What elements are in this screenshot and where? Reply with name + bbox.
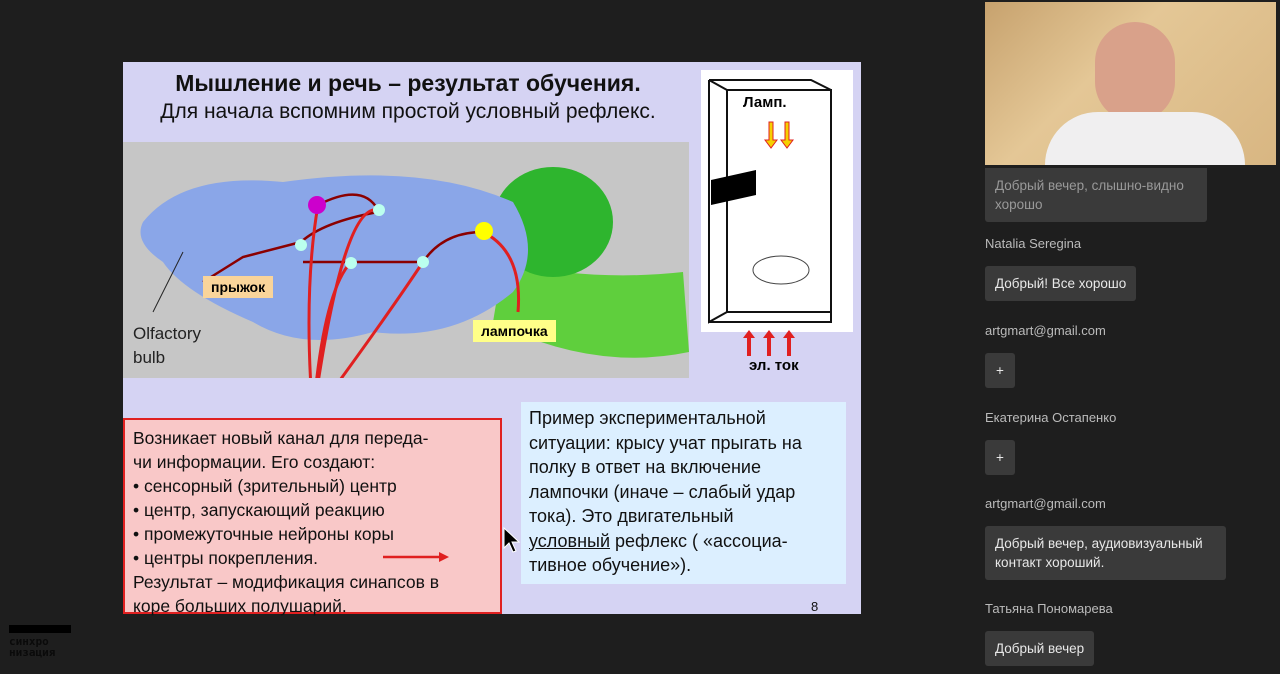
text-line: Пример экспериментальной: [529, 408, 766, 428]
text-line: тока). Это двигательный: [529, 506, 734, 526]
label-cage-lamp: Ламп.: [743, 94, 787, 111]
underlined-word: условный: [529, 530, 611, 551]
chat-message: Екатерина Остапенко+: [985, 410, 1116, 475]
explanation-box: Возникает новый канал для переда- чи инф…: [123, 418, 502, 616]
text-line: • промежуточные нейроны коры: [133, 524, 394, 544]
arrow-right-icon: [383, 552, 449, 562]
label-current: эл. ток: [749, 357, 799, 374]
text-line: • сенсорный (зрительный) центр: [133, 476, 397, 496]
slide-title: Мышление и речь – результат обучения.: [175, 70, 641, 96]
experiment-cage-diagram: Ламп.: [701, 70, 853, 332]
label-jump: прыжок: [203, 276, 274, 298]
text-line: Результат – модификация синапсов в: [133, 572, 440, 592]
text-line: коре больших полушарий.: [133, 596, 347, 616]
brain-diagram: прыжок лампочка Olfactory bulb: [123, 142, 689, 418]
page-number: 8: [811, 599, 819, 614]
label-lamp: лампочка: [473, 320, 556, 342]
example-box: Пример экспериментальной ситуации: крысу…: [521, 402, 846, 584]
text-line: • центры покрепления.: [133, 548, 318, 568]
text-line: рефлекс ( «ассоциа-: [610, 530, 788, 551]
chat-message: artgmart@gmail.com+: [985, 323, 1106, 388]
text-line: тивное обучение»).: [529, 555, 692, 575]
slide-subtitle: Для начала вспомним простой условный реф…: [160, 100, 656, 123]
text-line: чи информации. Его создают:: [133, 452, 376, 472]
presenter-video: [985, 2, 1276, 165]
presentation-slide: Мышление и речь – результат обучения. Дл…: [123, 62, 861, 616]
label-bulb: bulb: [133, 348, 166, 367]
text-line: ситуации: крысу учат прыгать на: [529, 432, 802, 453]
text-line: полку в ответ на включение: [529, 457, 761, 477]
label-olfactory: Olfactory: [133, 324, 202, 343]
text-line: лампочки (иначе – слабый удар: [529, 481, 796, 502]
mouse-cursor-icon: [503, 527, 521, 553]
chat-message: Добрый вечер, слышно-видно хорошо: [985, 168, 1207, 222]
text-line: Возникает новый канал для переда-: [133, 428, 429, 448]
text-line: • центр, запускающий реакцию: [133, 500, 385, 520]
